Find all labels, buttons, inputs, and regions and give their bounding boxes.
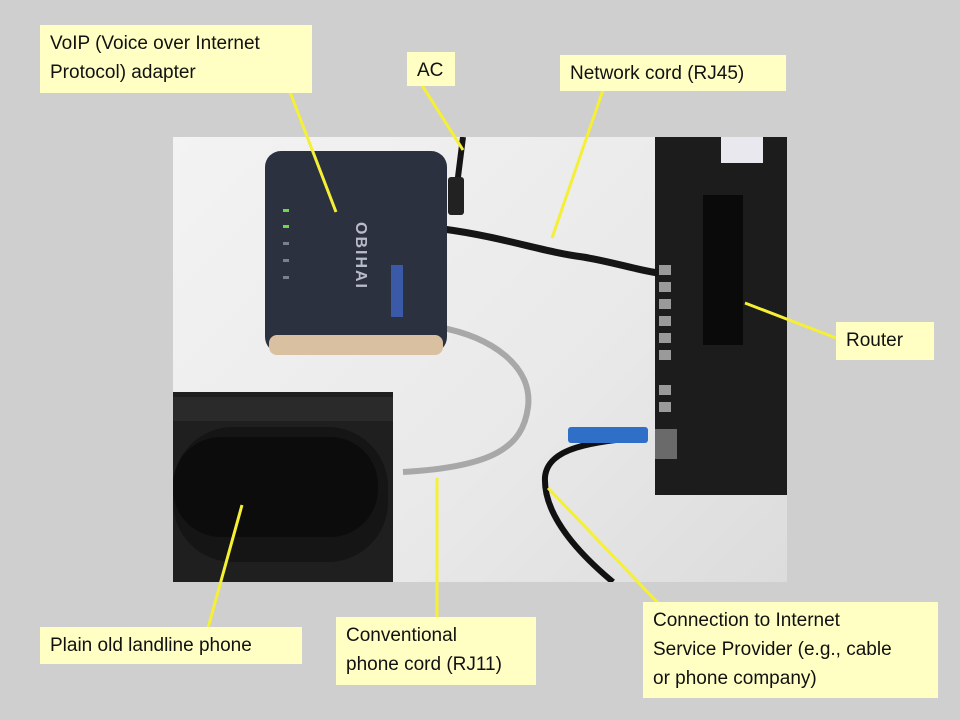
leader-line-isp [546, 486, 660, 605]
leader-line-ac [418, 81, 465, 151]
leader-line-router [744, 301, 837, 340]
isp-connection-label: Connection to Internet Service Provider … [643, 602, 938, 698]
voip-adapter-label: VoIP (Voice over Internet Protocol) adap… [40, 25, 312, 93]
photo-illustration: OBIHAI [173, 137, 787, 582]
ac-label: AC [407, 52, 455, 86]
router-label: Router [836, 322, 934, 360]
leader-line-voip [288, 91, 338, 213]
leader-line-phone [206, 504, 244, 629]
voip-adapter-device: OBIHAI [265, 151, 447, 355]
leader-line-network [550, 89, 605, 239]
router-device [655, 137, 787, 495]
adapter-brand-text: OBIHAI [352, 222, 369, 290]
network-cord-label: Network cord (RJ45) [560, 55, 786, 91]
landline-phone-device [173, 392, 393, 582]
landline-phone-label: Plain old landline phone [40, 627, 302, 664]
setup-photo: OBIHAI [173, 137, 787, 582]
phone-cord-label: Conventional phone cord (RJ11) [336, 617, 536, 685]
